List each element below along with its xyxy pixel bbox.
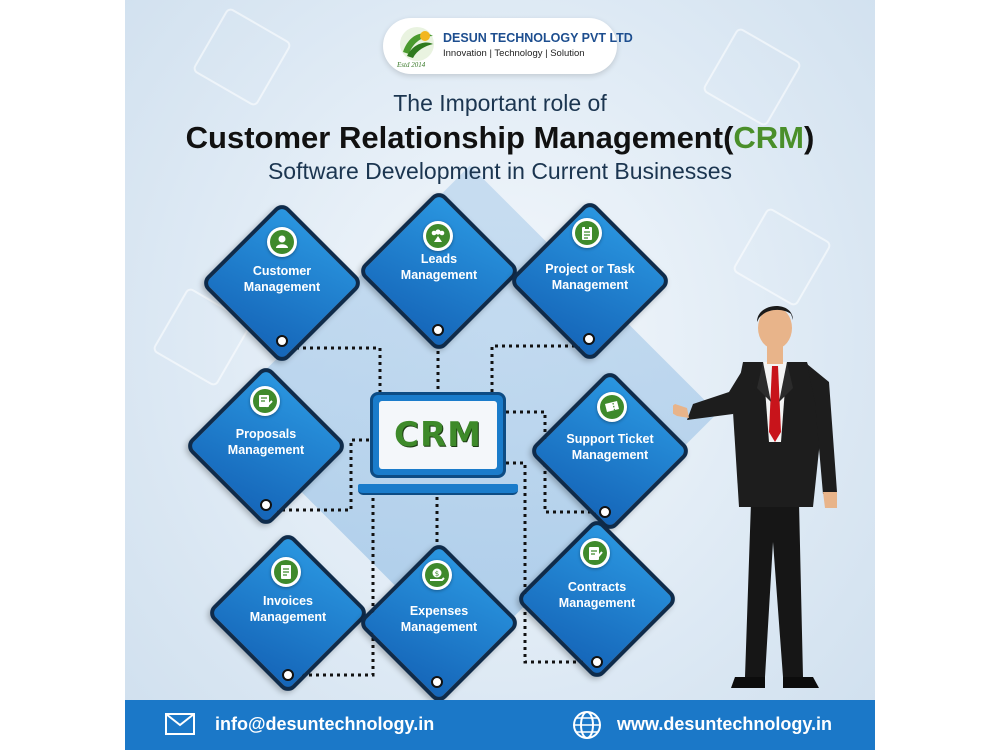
wire-customer — [280, 341, 382, 398]
handshake-icon — [250, 386, 280, 416]
user-icon — [267, 227, 297, 257]
globe-icon — [573, 711, 601, 739]
footer-bar: info@desuntechnology.in www.desuntechnol… — [125, 700, 875, 750]
connector-dot — [591, 656, 603, 668]
logo-company-name: DESUN TECHNOLOGY PVT LTD — [443, 31, 633, 45]
connector-dot — [583, 333, 595, 345]
heading-line-3: Software Development in Current Business… — [267, 158, 733, 184]
logo-established: Estd 2014 — [397, 61, 426, 69]
logo-tagline: Innovation | Technology | Solution — [443, 48, 585, 59]
heading-line-1: The Important role of — [393, 90, 607, 116]
connector-dot — [260, 499, 272, 511]
wire-invoices — [288, 493, 375, 677]
footer-email[interactable]: info@desuntechnology.in — [215, 714, 435, 734]
footer-website[interactable]: www.desuntechnology.in — [617, 714, 833, 734]
logo-emblem-icon — [400, 27, 434, 61]
company-logo: DESUN TECHNOLOGY PVT LTD Innovation | Te… — [383, 18, 633, 74]
heading-line-2-accent: CRM — [733, 120, 805, 155]
crm-monitor: CRM — [370, 392, 506, 478]
wire-contracts — [506, 461, 597, 664]
clipboard-icon — [572, 218, 602, 248]
coin-hand-icon: $ — [422, 560, 452, 590]
heading-line-2: Customer Relationship Management(CRM) — [125, 120, 875, 156]
connector-wires — [264, 330, 605, 682]
wire-project — [490, 339, 591, 392]
heading-line-2-main: Customer Relationship Management( — [185, 120, 734, 155]
connector-dot — [282, 669, 294, 681]
businessman-illustration — [673, 305, 837, 688]
people-icon — [423, 221, 453, 251]
heading-line-2-end: ) — [804, 120, 815, 155]
monitor-base — [358, 484, 518, 495]
crm-label: CRM — [394, 415, 482, 455]
wire-support — [506, 410, 605, 514]
crm-screen: CRM — [379, 401, 497, 469]
contract-icon — [580, 538, 610, 568]
envelope-icon — [165, 713, 195, 735]
ticket-icon — [597, 392, 627, 422]
connector-dot — [431, 676, 443, 688]
infographic-canvas: DESUN TECHNOLOGY PVT LTD Innovation | Te… — [125, 0, 875, 750]
connector-dot — [276, 335, 288, 347]
connector-dot — [599, 506, 611, 518]
connector-dot — [432, 324, 444, 336]
invoice-icon — [271, 557, 301, 587]
svg-text:$: $ — [435, 570, 439, 578]
